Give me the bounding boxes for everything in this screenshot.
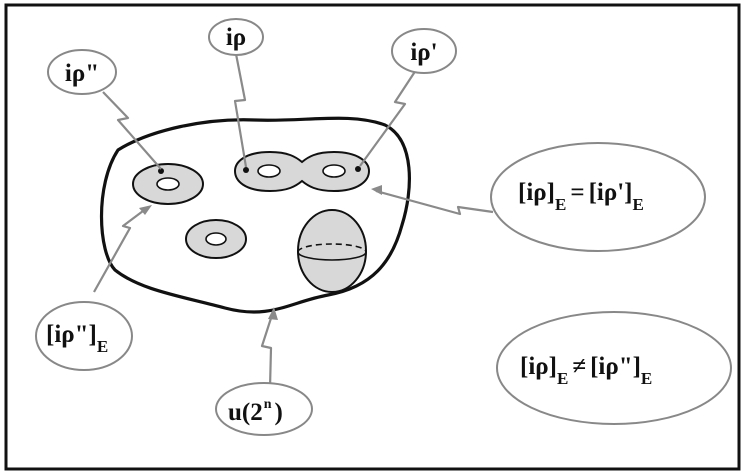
pointer-i-rho xyxy=(233,53,248,168)
arrowhead-eq xyxy=(371,185,382,195)
label-neq-right-sub: E xyxy=(641,369,652,388)
label-eq: [iρ]E=[iρ']E xyxy=(518,179,644,214)
pointer-eq xyxy=(375,189,494,216)
label-class-dd: [iρ"]E xyxy=(46,321,108,356)
pointer-i-rho-dd xyxy=(102,91,162,170)
bubble-i-rho-prime xyxy=(391,28,457,74)
bubble-class-dd xyxy=(35,301,133,371)
label-neq-left-base: [iρ] xyxy=(520,353,557,380)
label-u2n-sup: n xyxy=(264,397,272,412)
label-i-rho-prime: iρ' xyxy=(410,39,437,66)
pointer-i-rho-prime xyxy=(359,69,417,167)
bubble-i-rho xyxy=(208,18,264,56)
label-class-dd-sub: E xyxy=(97,337,108,356)
label-class-dd-base: [iρ"] xyxy=(46,321,97,348)
label-u2n: u(2n) xyxy=(228,397,283,426)
bubble-u2n xyxy=(215,382,313,436)
torus-surface-3 xyxy=(185,219,247,259)
label-eq-right-sub: E xyxy=(633,195,644,214)
label-neq-op: ≠ xyxy=(572,353,586,380)
torus-surface-1 xyxy=(132,163,204,205)
label-u2n-base: u(2 xyxy=(228,399,263,426)
sphere-surface xyxy=(297,209,367,293)
manifold-blob xyxy=(99,116,411,314)
label-eq-op: = xyxy=(570,179,584,206)
label-eq-right-base: [iρ'] xyxy=(589,179,633,206)
label-neq-left-sub: E xyxy=(557,369,568,388)
bubble-i-rho-dd xyxy=(47,49,117,95)
pointer-u2n xyxy=(260,311,275,389)
bubble-neq xyxy=(496,311,732,425)
point-i-rho-dd xyxy=(158,168,164,174)
label-eq-left-base: [iρ] xyxy=(518,179,555,206)
label-eq-left-sub: E xyxy=(555,195,566,214)
label-i-rho-dd: iρ" xyxy=(65,60,99,87)
label-neq: [iρ]E≠[iρ"]E xyxy=(520,353,652,388)
pointer-class-dd xyxy=(93,207,148,293)
arrowhead-class-dd xyxy=(139,205,152,215)
arrowhead-u2n xyxy=(268,307,278,320)
double-torus-surface xyxy=(233,150,371,193)
point-i-rho-prime xyxy=(355,166,361,172)
point-i-rho xyxy=(243,167,249,173)
label-neq-right-base: [iρ"] xyxy=(590,353,641,380)
label-u2n-tail: ) xyxy=(275,399,283,426)
label-i-rho: iρ xyxy=(226,24,246,51)
bubble-eq xyxy=(490,142,706,252)
